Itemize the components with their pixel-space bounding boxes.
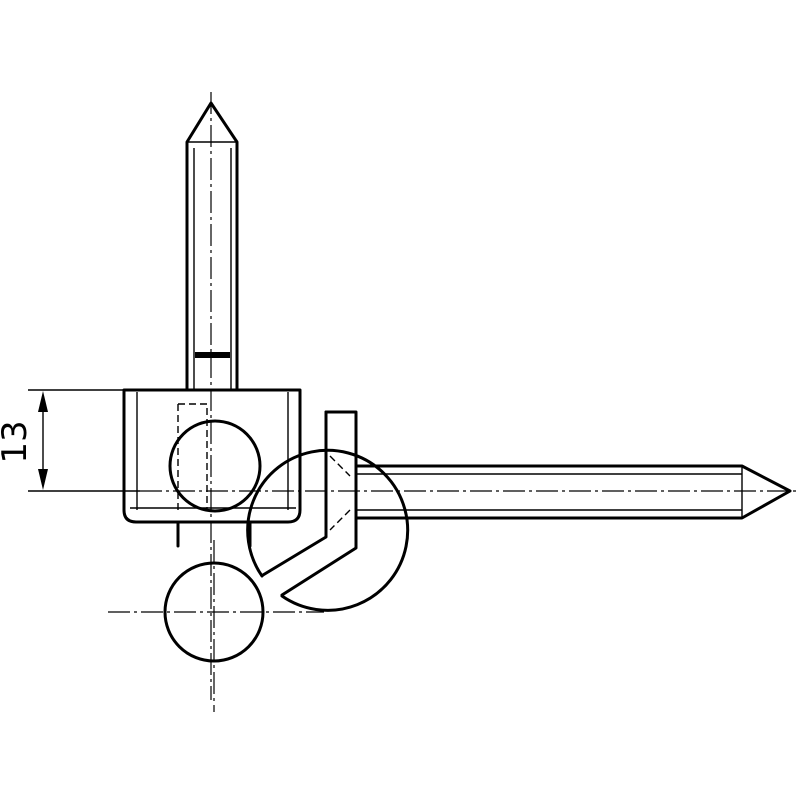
block-bore [168, 419, 262, 513]
arrowhead-top [38, 391, 48, 412]
dimension-13: 13 [0, 389, 140, 492]
bent-arm [261, 410, 358, 597]
vertical-pin [185, 101, 239, 392]
hidden-pin-bore [177, 403, 208, 510]
holder-block [122, 388, 302, 524]
arrowhead-bottom [38, 469, 48, 490]
center-lines [108, 92, 798, 712]
horizontal-pin [354, 464, 792, 520]
hidden-arm-edges [329, 455, 351, 531]
pin-collar [195, 352, 230, 358]
eye-ring [163, 448, 410, 663]
dimension-label: 13 [0, 420, 35, 463]
